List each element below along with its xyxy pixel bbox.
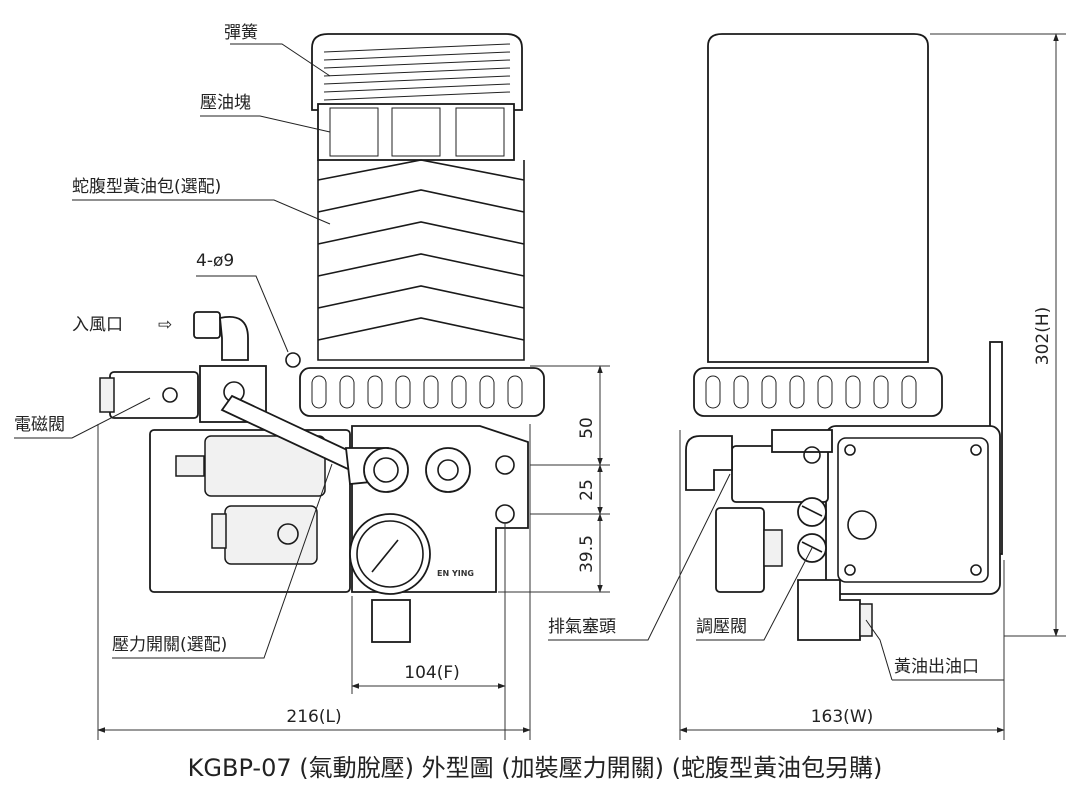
mount-hole-upper (495, 455, 515, 475)
reservoir-base-ring (299, 367, 545, 417)
front-view: EN YING (99, 33, 545, 643)
dim-104-f: 104(F) (404, 663, 460, 683)
vent-plug-nut (363, 447, 409, 493)
label-pressure-block: 壓油塊 (200, 93, 251, 113)
brand-text: EN YING (437, 569, 474, 578)
dim-39-5: 39.5 (577, 535, 597, 573)
dim-216-l: 216(L) (286, 707, 341, 727)
base-ring-slots (311, 375, 523, 409)
dim-163-w: 163(W) (811, 707, 874, 727)
label-spring: 彈簧 (224, 23, 258, 43)
pressure-block (317, 103, 515, 161)
side-view (685, 33, 1003, 641)
side-grease-outlet (797, 579, 861, 641)
side-reservoir (707, 33, 929, 363)
label-grease-outlet: 黃油出油口 (894, 657, 979, 677)
side-valve-body (731, 445, 829, 503)
mount-hole-left (285, 352, 301, 368)
regulator-nut (425, 447, 471, 493)
dimension-lines (97, 33, 1066, 740)
side-gauge (715, 507, 765, 593)
label-vent-plug: 排氣塞頭 (548, 617, 616, 637)
label-air-inlet: 入風口 (72, 315, 123, 335)
front-outlet (371, 599, 411, 643)
side-air-elbow (685, 435, 733, 491)
air-inlet-arrow-icon: ⇨ (158, 315, 172, 335)
drawing-title: KGBP-07 (氣動脫壓) 外型圖 (加裝壓力開關) (蛇腹型黃油包另購) (188, 754, 883, 782)
junction-box (825, 425, 1001, 595)
dim-302-h: 302(H) (1033, 307, 1053, 366)
dim-25: 25 (577, 479, 597, 501)
label-mount-holes: 4-ø9 (196, 251, 234, 271)
label-bellows-grease-pack: 蛇腹型黃油包(選配) (72, 177, 221, 197)
side-ring-slots (705, 375, 917, 409)
dimension-labels: 50 25 39.5 104(F) 216(L) 163(W) 302(H) (286, 307, 1053, 727)
spring-coils (323, 43, 511, 101)
callout-labels: 彈簧 壓油塊 蛇腹型黃油包(選配) 4-ø9 入風口 ⇨ 電磁閥 壓力開關(選配… (14, 23, 979, 677)
air-inlet-fitting (193, 311, 221, 339)
bellows-pack (317, 160, 525, 361)
label-solenoid-valve: 電磁閥 (14, 415, 65, 435)
label-pressure-switch: 壓力開關(選配) (112, 635, 227, 655)
pressure-gauge (349, 513, 431, 595)
side-vent-plug (797, 497, 827, 527)
bellows-folds (317, 159, 525, 341)
dim-50: 50 (577, 417, 597, 439)
solenoid-valve (109, 371, 199, 419)
label-pressure-regulator: 調壓閥 (696, 617, 747, 637)
leader-lines (14, 43, 1004, 681)
